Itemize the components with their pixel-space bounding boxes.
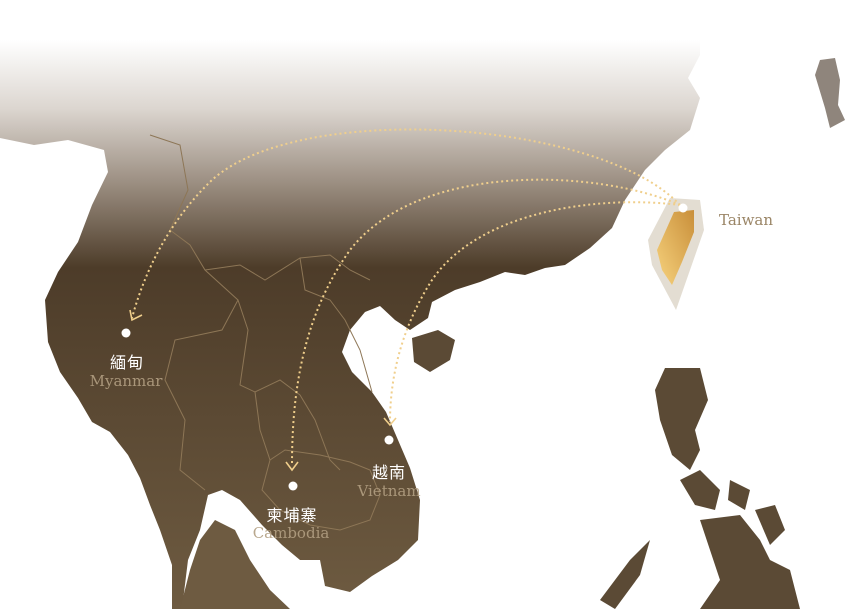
country-borders <box>149 134 381 531</box>
route-taiwan-cambodia <box>291 178 681 467</box>
route-lines <box>131 128 681 467</box>
label-myanmar-zh: 緬甸 <box>109 353 145 372</box>
philippines <box>600 368 800 609</box>
taiwan <box>648 198 704 310</box>
route-arrowheads <box>129 309 397 472</box>
taiwan-island <box>657 210 694 285</box>
route-taiwan-vietnam <box>389 201 681 423</box>
dot-taiwan[interactable] <box>678 203 688 213</box>
label-cambodia-en: Cambodia <box>252 524 330 542</box>
dot-myanmar[interactable] <box>121 328 131 338</box>
lower-indochina <box>180 520 290 609</box>
label-taiwan-en: Taiwan <box>719 211 774 229</box>
japan-fragment <box>815 58 845 128</box>
label-vietnam-en: Vietnam <box>357 482 421 500</box>
location-dots <box>121 203 688 491</box>
arrow-cambodia-icon <box>285 461 299 472</box>
route-taiwan-myanmar <box>131 128 681 319</box>
dot-cambodia[interactable] <box>288 481 298 491</box>
arrow-myanmar-icon <box>129 309 143 322</box>
dot-vietnam[interactable] <box>384 435 394 445</box>
arrow-vietnam-icon <box>383 417 397 427</box>
label-vietnam-zh: 越南 <box>371 463 407 482</box>
label-myanmar-en: Myanmar <box>89 372 163 390</box>
label-cambodia-zh: 柬埔寨 <box>266 506 318 525</box>
hainan-island <box>412 330 455 372</box>
mainland-asia <box>0 0 700 609</box>
